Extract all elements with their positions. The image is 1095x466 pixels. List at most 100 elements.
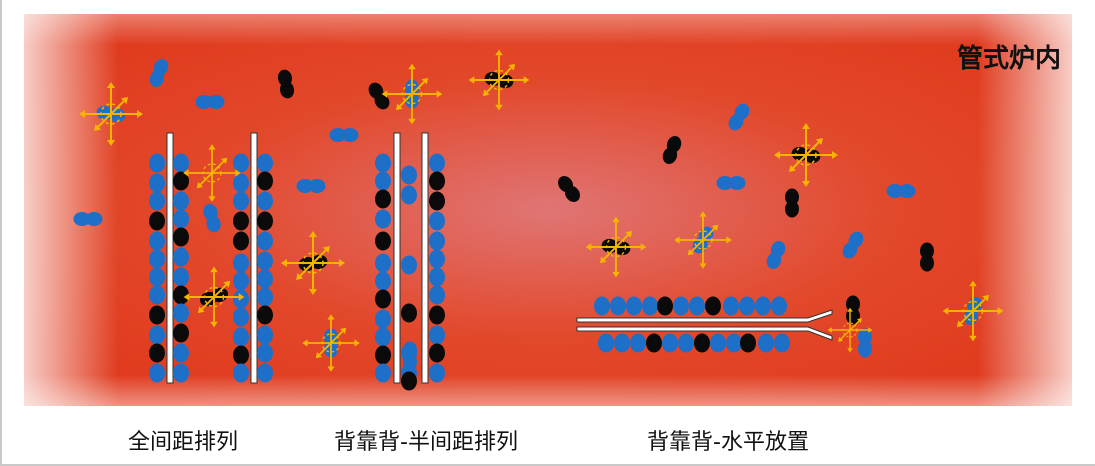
black-dimer-molecule-icon (785, 188, 799, 218)
blue-dimer-molecule-icon (375, 309, 391, 329)
black-dimer-molecule-icon (149, 305, 165, 325)
blue-dimer-molecule-icon (329, 128, 359, 142)
blue-dimer-molecule-icon (173, 363, 189, 383)
blue-dimer-molecule-icon (429, 211, 445, 231)
black-dimer-molecule-icon (401, 303, 417, 323)
blue-dimer-molecule-icon (429, 285, 445, 305)
blue-dimer-molecule-icon (723, 296, 739, 316)
caption-full-spacing: 全间距排列 (128, 430, 239, 455)
blue-dimer-molecule-icon (149, 325, 165, 345)
blue-dimer-molecule-icon (429, 153, 445, 173)
blue-dimer-molecule-icon (233, 327, 249, 347)
spark-burst-icon (468, 49, 530, 111)
blue-dimer-molecule-icon (375, 327, 391, 347)
wafer-plate-icon (576, 326, 833, 341)
black-dimer-molecule-icon (846, 295, 860, 325)
blue-dimer-molecule-icon (774, 333, 790, 353)
blue-dimer-molecule-icon (149, 59, 169, 87)
blue-dimer-molecule-icon (842, 231, 864, 259)
blue-dimer-molecule-icon (626, 296, 642, 316)
blue-dimer-molecule-icon (375, 171, 391, 191)
blue-dimer-molecule-icon (642, 296, 658, 316)
blue-dimer-molecule-icon (173, 153, 189, 173)
blue-dimer-molecule-icon (233, 153, 249, 173)
blue-dimer-molecule-icon (149, 231, 165, 251)
spark-burst-icon (302, 314, 360, 372)
blue-dimer-molecule-icon (173, 209, 189, 229)
black-dimer-molecule-icon (375, 289, 391, 309)
blue-dimer-molecule-icon (257, 231, 273, 251)
black-dimer-molecule-icon (662, 136, 682, 164)
blue-dimer-molecule-icon (149, 249, 165, 269)
black-dimer-molecule-icon (558, 176, 580, 202)
black-dimer-molecule-icon (173, 285, 189, 305)
blue-dimer-molecule-icon (755, 296, 771, 316)
blue-dimer-molecule-icon (758, 333, 774, 353)
caption-back-to-back-horizontal: 背靠背-水平放置 (647, 430, 809, 455)
wafer-plate-icon (166, 132, 174, 384)
blue-dimer-molecule-icon (173, 303, 189, 323)
blue-dimer-molecule-icon (678, 333, 694, 353)
blue-dimer-molecule-icon (771, 296, 787, 316)
black-dimer-molecule-icon (257, 211, 273, 231)
blue-dimer-molecule-icon (766, 241, 786, 269)
blue-dimer-molecule-icon (257, 325, 273, 345)
blue-dimer-molecule-icon (375, 253, 391, 273)
black-dimer-molecule-icon (920, 242, 934, 272)
black-dimer-molecule-icon (368, 82, 390, 110)
black-dimer-molecule-icon (375, 345, 391, 365)
blue-dimer-molecule-icon (630, 333, 646, 353)
black-dimer-molecule-icon (233, 231, 249, 251)
wafer-plate-icon (576, 309, 833, 323)
blue-dimer-molecule-icon (257, 269, 273, 289)
spark-burst-icon (674, 211, 732, 269)
blue-dimer-molecule-icon (296, 179, 326, 193)
blue-dimer-molecule-icon (149, 173, 165, 193)
black-dimer-molecule-icon (657, 296, 673, 316)
blue-dimer-molecule-icon (689, 296, 705, 316)
blue-dimer-molecule-icon (673, 296, 689, 316)
blue-dimer-molecule-icon (375, 271, 391, 291)
wafer-plate-icon (393, 132, 401, 384)
blue-dimer-molecule-icon (173, 343, 189, 363)
black-dimer-molecule-icon (257, 305, 273, 325)
black-dimer-molecule-icon (429, 305, 445, 325)
blue-dimer-molecule-icon (257, 153, 273, 173)
blue-dimer-molecule-icon (429, 267, 445, 287)
blue-dimer-molecule-icon (401, 165, 417, 185)
black-dimer-molecule-icon (646, 333, 662, 353)
blue-dimer-molecule-icon (233, 271, 249, 291)
black-dimer-molecule-icon (277, 69, 295, 99)
blue-dimer-molecule-icon (594, 296, 610, 316)
blue-dimer-molecule-icon (233, 253, 249, 273)
blue-dimer-molecule-icon (403, 341, 417, 371)
blue-dimer-molecule-icon (429, 325, 445, 345)
black-dimer-molecule-icon (233, 211, 249, 231)
black-dimer-molecule-icon (233, 345, 249, 365)
blue-dimer-molecule-icon (257, 251, 273, 271)
blue-dimer-molecule-icon (858, 328, 872, 358)
spark-burst-icon (183, 266, 245, 328)
spark-burst-icon (942, 280, 1004, 342)
black-dimer-molecule-icon (429, 171, 445, 191)
blue-dimer-molecule-icon (149, 285, 165, 305)
wafer-plate-icon (250, 132, 258, 384)
blue-dimer-molecule-icon (149, 363, 165, 383)
blue-dimer-molecule-icon (257, 287, 273, 307)
spark-burst-icon (79, 82, 143, 146)
blue-dimer-molecule-icon (886, 184, 916, 198)
blue-dimer-molecule-icon (429, 363, 445, 383)
black-dimer-molecule-icon (429, 343, 445, 363)
black-dimer-molecule-icon (694, 333, 710, 353)
blue-dimer-molecule-icon (739, 296, 755, 316)
black-dimer-molecule-icon (173, 323, 189, 343)
blue-dimer-molecule-icon (716, 176, 746, 190)
blue-dimer-molecule-icon (73, 212, 103, 226)
blue-dimer-molecule-icon (233, 191, 249, 211)
blue-dimer-molecule-icon (401, 185, 417, 205)
tube-furnace-chamber (24, 14, 1072, 406)
blue-dimer-molecule-icon (257, 343, 273, 363)
blue-dimer-molecule-icon (149, 191, 165, 211)
blue-dimer-molecule-icon (610, 296, 626, 316)
